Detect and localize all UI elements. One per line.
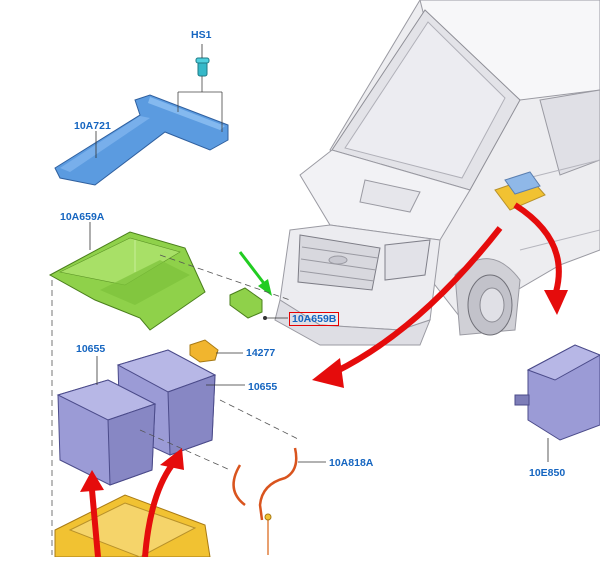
red-arrow-to-batteries <box>312 226 503 388</box>
part-14277-clip <box>189 339 243 363</box>
part-10a721-bracket <box>54 94 229 186</box>
callout-10e850: 10E850 <box>529 467 566 479</box>
part-10a818a-cable <box>232 447 326 555</box>
callout-10655-top: 10655 <box>76 343 106 355</box>
dashed-guides <box>51 254 301 555</box>
callout-10a818a: 10A818A <box>329 457 374 469</box>
red-arrow-lower-mid <box>142 448 184 558</box>
callout-14277: 14277 <box>246 347 276 359</box>
part-hs1-fastener <box>177 44 223 132</box>
van-illustration <box>274 0 600 346</box>
part-10a659a-cover <box>48 231 206 331</box>
battery-front-10655 <box>56 356 157 486</box>
green-arrow <box>238 251 272 296</box>
red-arrow-to-module <box>513 202 568 315</box>
part-10a659b-bracket <box>229 287 288 320</box>
callout-10655-right: 10655 <box>248 381 278 393</box>
callout-10a721: 10A721 <box>74 120 111 132</box>
red-arrow-lower-left <box>80 470 104 558</box>
callout-10a659b-highlighted: 10A659B <box>289 312 340 326</box>
battery-tray <box>54 494 211 558</box>
callout-hs1: HS1 <box>191 29 212 41</box>
callout-10a659a: 10A659A <box>60 211 105 223</box>
part-10e850-module <box>514 344 600 462</box>
